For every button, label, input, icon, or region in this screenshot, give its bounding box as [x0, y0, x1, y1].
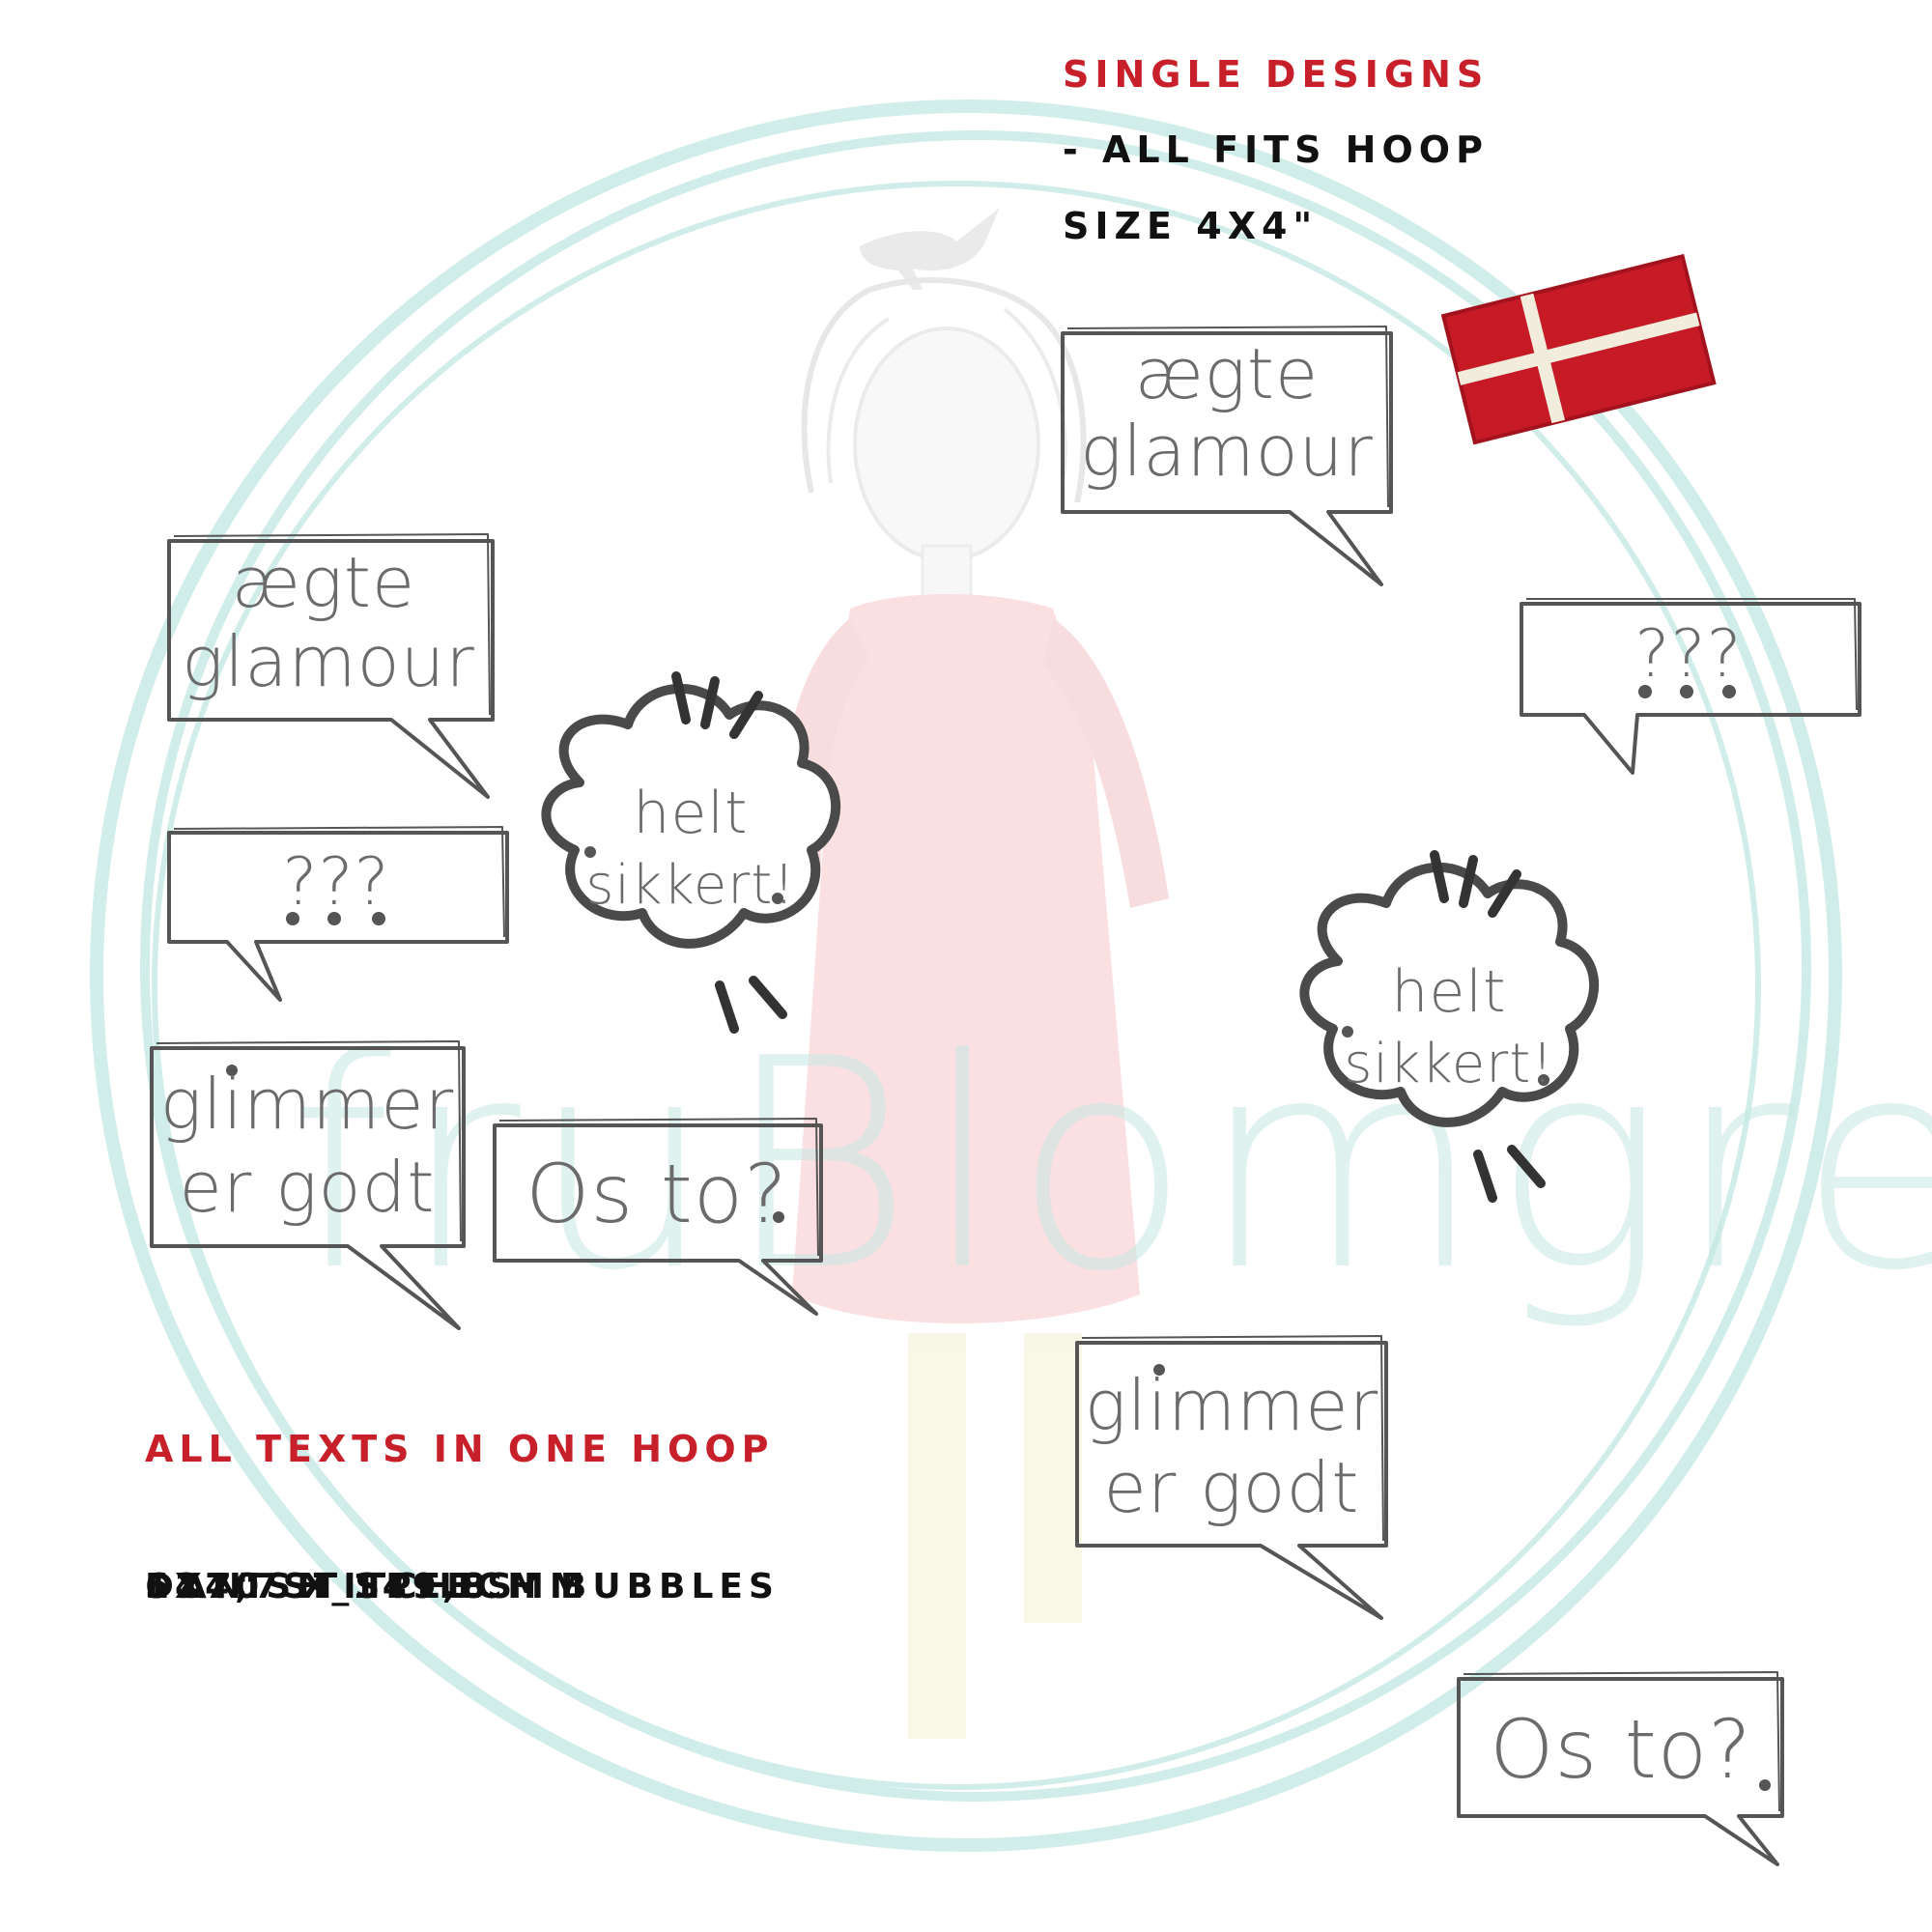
bubble-glimmer — [150, 1040, 466, 1330]
bubble-text-er-godt: er godt — [180, 1147, 436, 1228]
bubble-question-single — [1520, 598, 1861, 775]
bubble-os-to-single — [1457, 1671, 1784, 1866]
bubble-text-sikkert: sikkert! — [585, 854, 795, 917]
design-name: Danish_Speech Bubbles — [145, 1567, 780, 1606]
bubble-text-aegte: ægte — [232, 542, 415, 623]
bubble-text-glamour: glamour — [182, 621, 475, 702]
bubble-text-os-to: Os to? — [526, 1147, 788, 1241]
design-stitch-count: 6440 stitches — [145, 1567, 519, 1606]
bubble-text-glimmer: glimmer — [160, 1064, 454, 1145]
watermark-text: fruBlomgren — [290, 997, 1932, 1334]
bubble-text-sikkert-single: sikkert! — [1344, 1033, 1553, 1095]
flower-dots — [226, 685, 1771, 1791]
bubble-text-helt-single: helt — [1391, 958, 1506, 1026]
bubble-text-glimmer-single: glimmer — [1085, 1365, 1378, 1446]
bubble-text-helt: helt — [633, 780, 748, 847]
bubble-aegte-glamour-single — [1061, 326, 1393, 586]
single-designs-size: size 4x4" — [1063, 205, 1319, 247]
burst-lines — [671, 671, 1546, 1203]
danish-flag-icon — [1440, 253, 1717, 445]
bubble-aegte-glamour — [167, 533, 495, 799]
cloud-helt-sikkert-single — [1299, 862, 1600, 1127]
single-designs-title: Single designs — [1063, 53, 1490, 96]
cloud-helt-sikkert — [541, 683, 841, 949]
single-designs-fit-note: - all fits hoop — [1063, 128, 1489, 171]
all-in-one-hoop-title: All texts in one hoop — [145, 1428, 775, 1470]
bubble-question — [167, 826, 509, 1002]
bubble-text-os-to-single: Os to? — [1490, 1702, 1752, 1797]
bubble-text-aegte-single: ægte — [1135, 333, 1319, 414]
bubble-glimmer-single — [1075, 1335, 1388, 1620]
bubble-text-glamour-single: glamour — [1080, 411, 1374, 492]
design-hoop-size: 5x7" — [145, 1567, 262, 1606]
watermark-hoop-rings — [90, 99, 1842, 1852]
bubble-text-question-single: ??? — [1634, 616, 1742, 693]
bubble-text-er-godt-single: er godt — [1104, 1447, 1360, 1528]
design-dimensions: 127,7 x 149,8 mm — [145, 1567, 590, 1606]
bubble-os-to — [493, 1118, 823, 1316]
bubble-text-question: ??? — [282, 844, 389, 921]
